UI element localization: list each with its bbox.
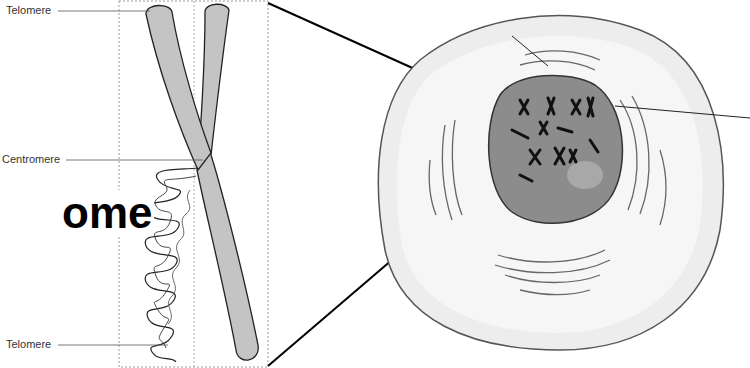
nucleolus [567, 161, 603, 189]
pointer-line [512, 36, 548, 66]
cytoplasm [397, 36, 703, 333]
chromatid-arm [146, 5, 211, 170]
dna-coil [154, 176, 196, 348]
cell-membrane [378, 16, 723, 350]
leader-line [58, 11, 150, 12]
endoplasmic-reticulum [429, 51, 666, 295]
dna-coil [168, 190, 190, 324]
leader-line [58, 345, 168, 346]
nucleus [489, 75, 623, 223]
inset-box [119, 1, 268, 367]
title-fragment: ome [60, 190, 154, 236]
chromatid [197, 4, 258, 360]
part-label: Telomere [5, 4, 52, 17]
leader-line [66, 160, 203, 161]
nucleus-chromosomes [512, 98, 598, 181]
part-label: Centromere [1, 153, 61, 166]
inset-divider [194, 1, 195, 367]
part-label: Telomere [5, 338, 52, 351]
pointer-line [615, 106, 750, 118]
